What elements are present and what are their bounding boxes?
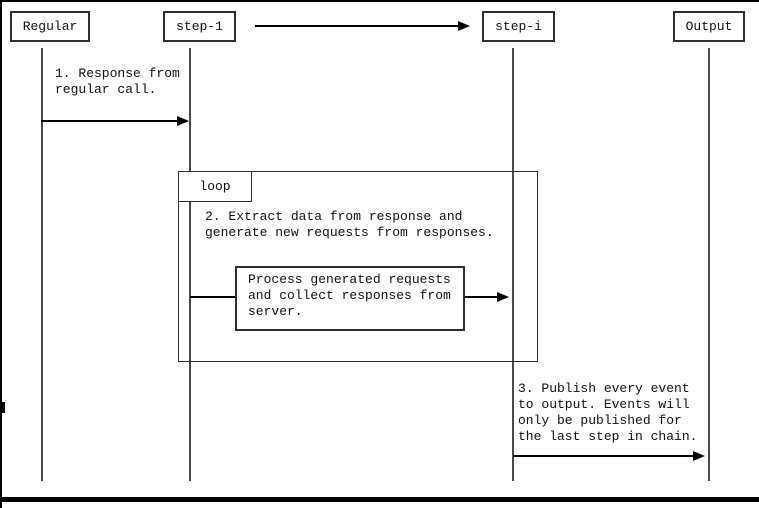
loop-label: loop [199, 179, 231, 194]
lifeline-step-i [512, 48, 514, 481]
participant-label-regular: Regular [22, 19, 78, 34]
lifeline-step-1 [189, 48, 191, 481]
participant-label-step-1: step-1 [176, 19, 223, 34]
process-box-incoming-line [190, 296, 235, 298]
participant-label-step-i: step-i [495, 19, 542, 34]
arrowhead-right-icon [177, 116, 189, 126]
message-1-label: 1. Response from regular call. [55, 66, 180, 97]
frame-left-notch [0, 402, 5, 413]
process-box-outgoing-line [465, 296, 499, 298]
frame-bottom-border [0, 497, 759, 502]
process-request-box: Process generated requests and collect r… [235, 266, 465, 331]
message-3-label: 3. Publish every event to output. Events… [518, 381, 698, 444]
loop-label-box: loop [178, 171, 252, 202]
loop-fragment-frame [178, 171, 538, 362]
frame-top-border [0, 0, 759, 2]
arrowhead-right-icon [458, 21, 470, 31]
arrowhead-right-icon [693, 451, 705, 461]
participant-box-step-i: step-i [482, 11, 555, 42]
chain-arrow-line [255, 25, 458, 27]
participant-box-output: Output [673, 11, 745, 42]
participant-box-step-1: step-1 [163, 11, 236, 42]
lifeline-regular [41, 48, 43, 481]
participant-box-regular: Regular [10, 11, 90, 42]
frame-left-border [0, 0, 2, 508]
message-2-label: 2. Extract data from response and genera… [205, 209, 494, 240]
participant-label-output: Output [685, 19, 733, 34]
message-1-arrow-line [41, 120, 177, 122]
lifeline-output [708, 48, 710, 481]
message-3-arrow-line [513, 455, 695, 457]
arrowhead-right-icon [497, 292, 509, 302]
